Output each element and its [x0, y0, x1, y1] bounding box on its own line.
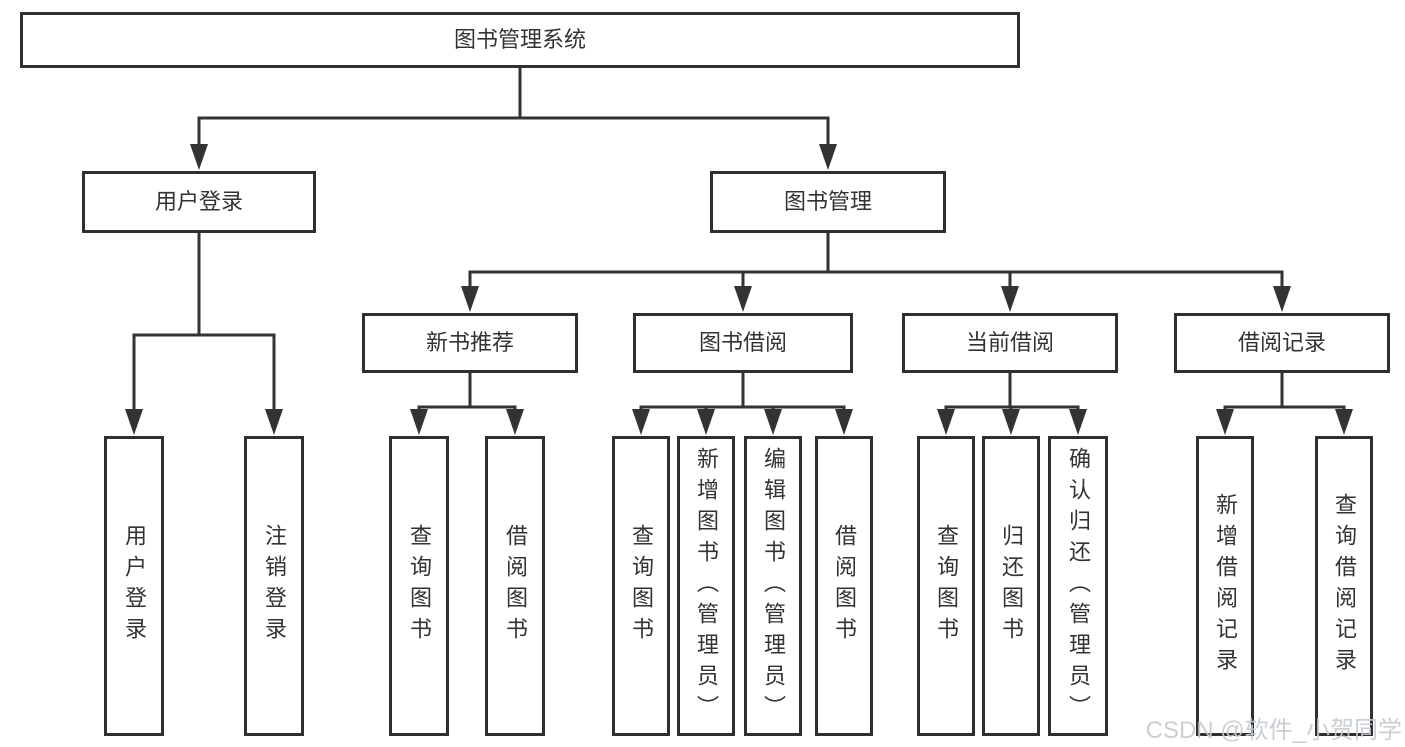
node-label-leaf-query-book-1: 查询图书 — [407, 524, 432, 648]
node-label-leaf-return-book: 归还图书 — [999, 524, 1024, 648]
node-leaf-query-book-1: 查询图书 — [389, 436, 449, 736]
arrowhead-icon — [819, 144, 837, 170]
arrowhead-icon — [1002, 409, 1020, 435]
arrowhead-icon — [190, 144, 208, 170]
arrowhead-icon — [265, 409, 283, 435]
arrowhead-icon — [1335, 409, 1353, 435]
arrowhead-icon — [125, 409, 143, 435]
node-label-leaf-borrow-book-1: 借阅图书 — [503, 524, 528, 648]
node-book-borrow: 图书借阅 — [633, 313, 853, 373]
arrowhead-icon — [410, 409, 428, 435]
node-leaf-borrow-book-2: 借阅图书 — [815, 436, 873, 736]
node-label-borrow-records: 借阅记录 — [1237, 330, 1326, 355]
node-label-leaf-borrow-book-2: 借阅图书 — [832, 524, 857, 648]
arrowhead-icon — [764, 409, 782, 435]
node-label-user-login: 用户登录 — [154, 189, 243, 214]
node-label-root: 图书管理系统 — [453, 27, 586, 52]
node-leaf-logout: 注销登录 — [244, 436, 304, 736]
node-label-leaf-query-record: 查询借阅记录 — [1332, 493, 1357, 679]
arrowhead-icon — [1001, 286, 1019, 312]
arrowhead-icon — [506, 409, 524, 435]
watermark: CSDN @软件_小贺同学 — [1145, 717, 1402, 744]
node-label-current-borrow: 当前借阅 — [965, 330, 1054, 355]
node-leaf-add-book: 新增图书（管理员） — [677, 436, 735, 736]
arrowhead-icon — [461, 286, 479, 312]
node-label-leaf-user-login: 用户登录 — [122, 524, 147, 648]
node-label-book-mgmt: 图书管理 — [783, 189, 872, 214]
node-label-new-book-rec: 新书推荐 — [425, 330, 514, 355]
node-current-borrow: 当前借阅 — [902, 313, 1118, 373]
node-leaf-user-login: 用户登录 — [104, 436, 164, 736]
node-label-leaf-confirm-return: 确认归还（管理员） — [1066, 446, 1091, 726]
arrowhead-icon — [1069, 409, 1087, 435]
arrowhead-icon — [1273, 286, 1291, 312]
arrowhead-icon — [697, 409, 715, 435]
node-label-leaf-add-record: 新增借阅记录 — [1213, 493, 1238, 679]
node-leaf-return-book: 归还图书 — [982, 436, 1040, 736]
arrowhead-icon — [835, 409, 853, 435]
node-leaf-query-book-3: 查询图书 — [917, 436, 975, 736]
node-label-leaf-query-book-3: 查询图书 — [934, 524, 959, 648]
node-new-book-rec: 新书推荐 — [362, 313, 578, 373]
node-leaf-add-record: 新增借阅记录 — [1196, 436, 1254, 736]
node-borrow-records: 借阅记录 — [1174, 313, 1390, 373]
node-user-login: 用户登录 — [82, 171, 316, 233]
node-label-leaf-edit-book: 编辑图书（管理员） — [761, 446, 786, 726]
node-root: 图书管理系统 — [20, 12, 1020, 68]
node-label-book-borrow: 图书借阅 — [698, 330, 787, 355]
node-label-leaf-add-book: 新增图书（管理员） — [694, 446, 719, 726]
node-leaf-borrow-book-1: 借阅图书 — [485, 436, 545, 736]
node-book-mgmt: 图书管理 — [710, 171, 946, 233]
node-leaf-confirm-return: 确认归还（管理员） — [1048, 436, 1108, 736]
node-label-leaf-query-book-2: 查询图书 — [629, 524, 654, 648]
arrowhead-icon — [632, 409, 650, 435]
node-label-leaf-logout: 注销登录 — [262, 524, 287, 648]
arrowhead-icon — [734, 286, 752, 312]
node-leaf-query-book-2: 查询图书 — [612, 436, 670, 736]
node-leaf-query-record: 查询借阅记录 — [1315, 436, 1373, 736]
node-leaf-edit-book: 编辑图书（管理员） — [744, 436, 802, 736]
arrowhead-icon — [1216, 409, 1234, 435]
arrowhead-icon — [937, 409, 955, 435]
